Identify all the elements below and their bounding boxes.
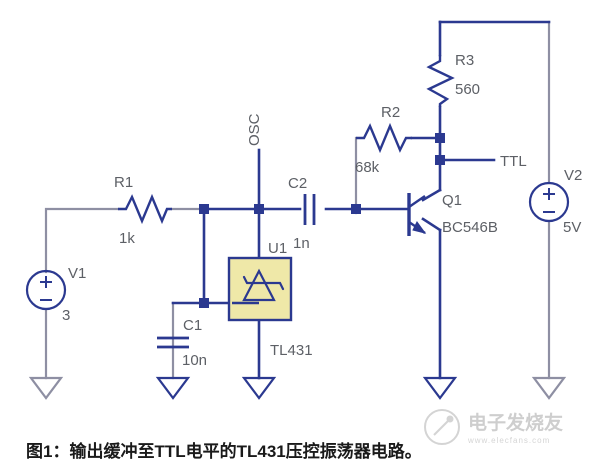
junction-node-r1: [199, 204, 209, 214]
wire-group-secondary: [44, 20, 551, 380]
r3-value-label: 560: [455, 81, 480, 98]
u1-triangle: [242, 268, 276, 302]
u1-body: [227, 256, 293, 322]
net-labels: OSC TTL: [246, 113, 527, 170]
q1-emitter-arrow: [412, 221, 427, 234]
r1-body: [118, 193, 172, 225]
component-u1-tl431: U1 TL431: [227, 240, 313, 359]
v1-circle: [25, 269, 67, 311]
r2-body: [356, 122, 412, 154]
r2-value-label: 68k: [355, 159, 380, 176]
ground-v2: [531, 376, 567, 400]
v1-ref-label: V1: [68, 265, 86, 282]
r1-value-label: 1k: [119, 230, 135, 247]
v1-value-label: 3: [62, 307, 70, 324]
c1-ref-label: C1: [183, 317, 202, 334]
figure-caption: 图1：输出缓冲至TTL电平的TL431压控振荡器电路。: [26, 442, 422, 461]
q1-value-label: BC546B: [442, 219, 498, 236]
junction-node-collector: [435, 133, 445, 143]
v2-circle: [528, 181, 570, 223]
junction-node-ttl: [435, 155, 445, 165]
junction-dots: [199, 133, 445, 308]
q1-ref-label: Q1: [442, 192, 462, 209]
c2-value-label: 1n: [293, 235, 310, 252]
component-c1: C1 10n: [157, 317, 207, 369]
u1-ref-label: U1: [268, 240, 287, 257]
net-label-ttl: TTL: [500, 153, 527, 170]
c2-ref-label: C2: [288, 175, 307, 192]
ground-symbols: [28, 376, 567, 400]
ground-c1: [155, 376, 191, 400]
component-r1: R1 1k: [114, 174, 172, 247]
wire-collector-diag: [421, 188, 442, 202]
wire-v1-to-r1: [44, 207, 120, 274]
v2-value-label: 5V: [563, 219, 581, 236]
junction-node-osc: [254, 204, 264, 214]
component-c2: C2 1n: [288, 175, 316, 252]
ground-v1: [28, 376, 64, 400]
ground-q1-emitter: [422, 376, 458, 400]
wire-emitter-diag: [421, 217, 442, 232]
component-v1-source: V1 3: [25, 265, 86, 324]
component-r2: R2 68k: [355, 104, 412, 176]
v2-ref-label: V2: [564, 167, 582, 184]
r3-body: [426, 55, 455, 107]
q1-collector-lead: [408, 195, 426, 208]
u1-cathode-bar: [242, 275, 285, 291]
c1-value-label: 10n: [182, 352, 207, 369]
junction-node-base: [351, 204, 361, 214]
r3-ref-label: R3: [455, 52, 474, 69]
junction-node-ref: [199, 298, 209, 308]
u1-value-label: TL431: [270, 342, 313, 359]
net-label-osc: OSC: [246, 113, 263, 146]
r2-ref-label: R2: [381, 104, 400, 121]
ground-u1: [241, 376, 277, 400]
r1-ref-label: R1: [114, 174, 133, 191]
component-r3: R3 560: [426, 52, 480, 107]
wire-group-primary: [171, 20, 551, 380]
component-v2-source: V2 5V: [528, 167, 582, 236]
component-q1-npn: Q1 BC546B: [407, 192, 498, 236]
